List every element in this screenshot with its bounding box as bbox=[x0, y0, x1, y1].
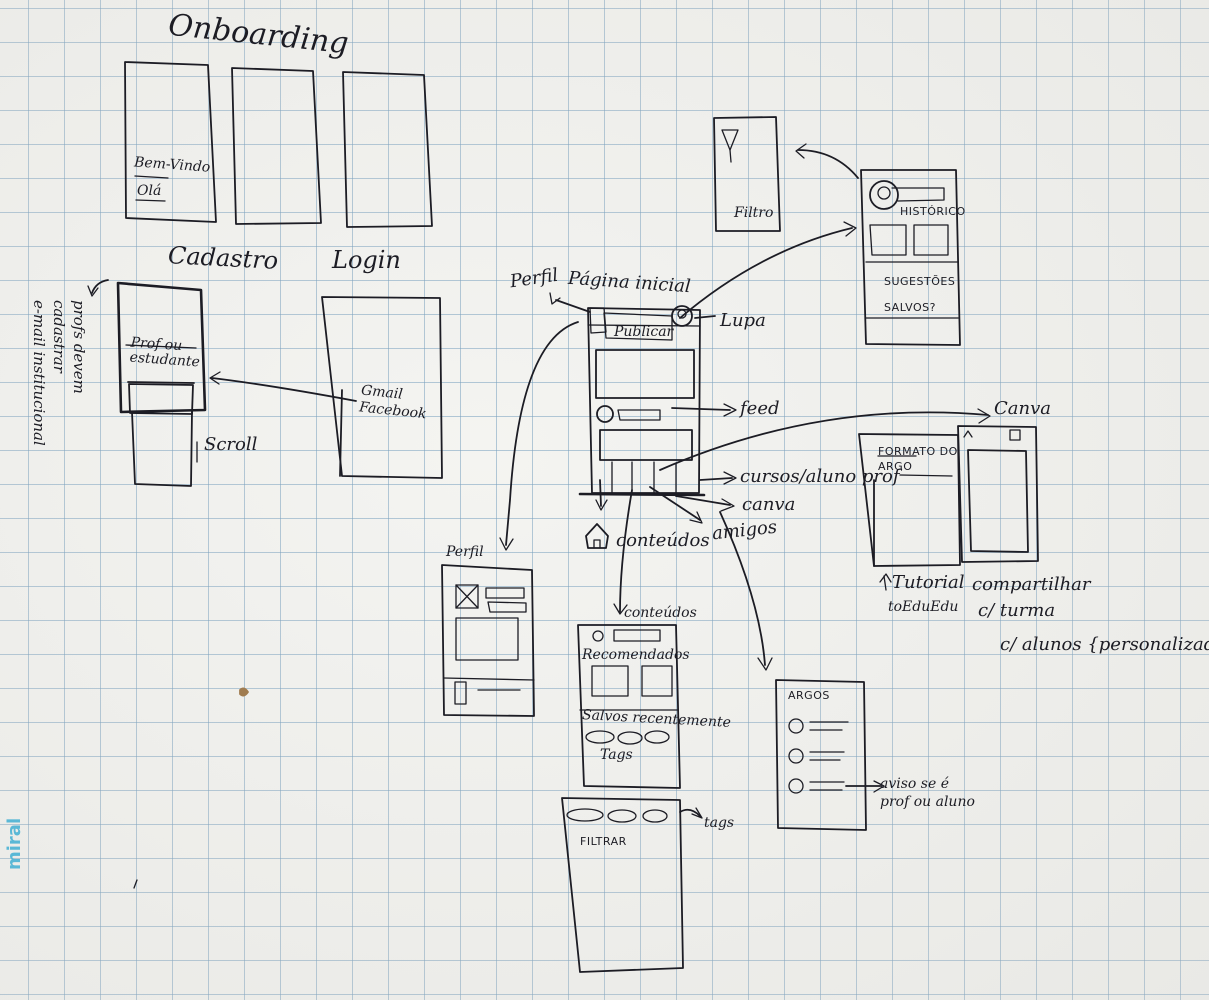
perfil-screen bbox=[442, 565, 534, 716]
side-note-2: cadastrar bbox=[50, 300, 68, 373]
label-ola: Olá bbox=[137, 184, 161, 198]
filtrar-screen bbox=[562, 798, 702, 972]
label-publicar: Publicar bbox=[614, 325, 673, 339]
label-c-alunos: c/ alunos {personalizado bbox=[1000, 636, 1209, 654]
label-c-turma: c/ turma bbox=[978, 602, 1055, 620]
label-compartilhar: compartilhar bbox=[972, 576, 1091, 594]
label-tags: Tags bbox=[600, 748, 633, 762]
side-note-1: profs devem bbox=[70, 300, 88, 394]
label-perfil-bottom: Perfil bbox=[446, 545, 484, 559]
label-edu: toEduEdu bbox=[888, 600, 958, 614]
label-tags-filtrar: tags bbox=[704, 816, 734, 830]
argos-screen bbox=[776, 680, 884, 830]
label-prof-ou-estudante: Prof ou estudante bbox=[129, 336, 201, 372]
label-cadastro: Cadastro bbox=[167, 243, 278, 273]
house-icon-drawing bbox=[586, 524, 608, 548]
label-salvos: SALVOS? bbox=[884, 302, 936, 313]
label-recomendados: Recomendados bbox=[582, 648, 690, 662]
label-cursos-aluno-prof: cursos/aluno prof bbox=[740, 468, 900, 486]
label-gmail-facebook: Gmail Facebook bbox=[358, 382, 431, 423]
label-tutorial: Tutorial bbox=[892, 574, 965, 592]
side-note-3: e-mail institucional bbox=[30, 300, 48, 446]
notebook-brand-logo: miral bbox=[4, 818, 25, 870]
label-filtrar: FILTRAR bbox=[580, 836, 627, 847]
cadastro-screen bbox=[88, 280, 205, 486]
label-conteudos-screen: conteúdos bbox=[624, 606, 697, 620]
label-sugestoes: SUGESTÕES bbox=[884, 276, 955, 287]
label-historico: HISTÓRICO bbox=[900, 206, 966, 217]
onboarding-screens bbox=[125, 62, 432, 227]
label-canva-lower: canva bbox=[742, 496, 795, 514]
label-conteudos: conteúdos bbox=[616, 532, 710, 550]
label-login: Login bbox=[332, 248, 401, 272]
label-scroll: Scroll bbox=[204, 436, 257, 454]
label-filtro: Filtro bbox=[734, 206, 773, 220]
label-canva: Canva bbox=[994, 400, 1051, 418]
label-feed: feed bbox=[740, 400, 780, 418]
label-argos: ARGOS bbox=[788, 690, 830, 701]
label-lupa: Lupa bbox=[720, 312, 766, 330]
label-aviso: aviso se é prof ou aluno bbox=[880, 776, 980, 811]
